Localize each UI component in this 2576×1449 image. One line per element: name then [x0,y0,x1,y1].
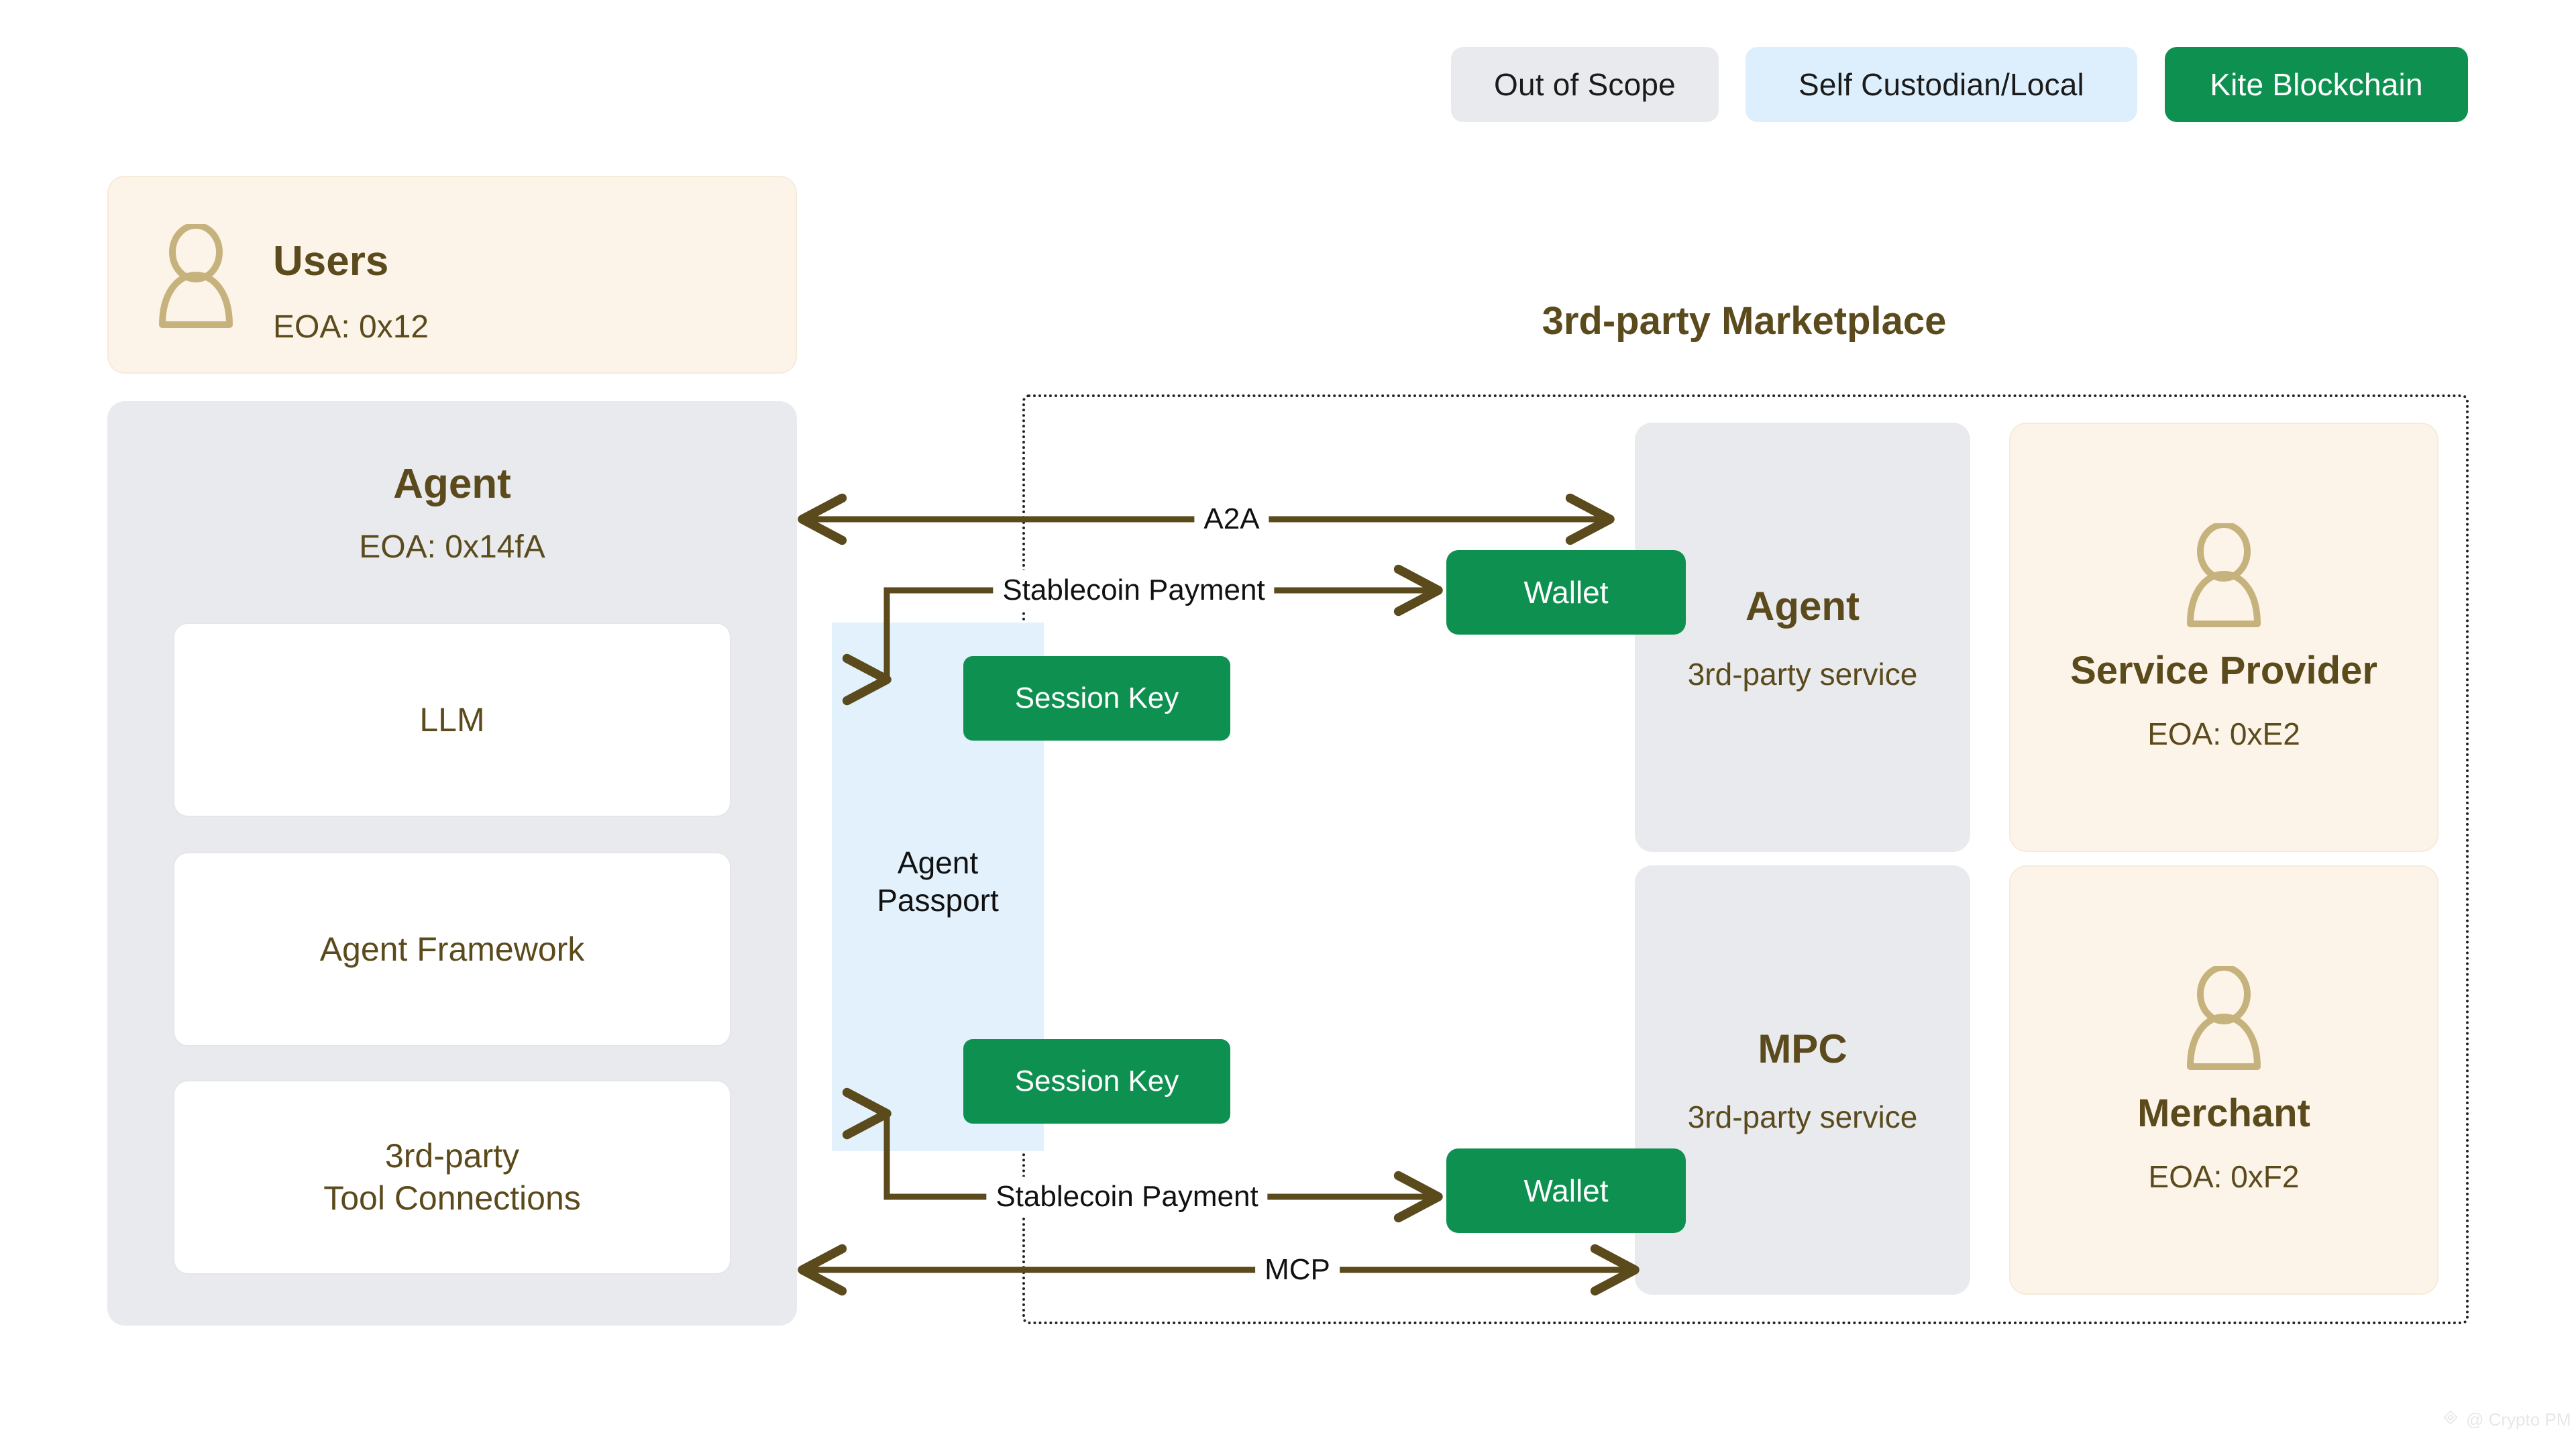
legend-chip-label: Kite Blockchain [2210,67,2423,102]
marketplace-card-merchant[interactable]: Merchant EOA: 0xF2 [2009,865,2438,1295]
legend-chip-self-custodian[interactable]: Self Custodian/Local [1746,47,2137,122]
agent-passport-label-line2: Passport [877,883,999,918]
users-card[interactable]: Users EOA: 0x12 [107,176,797,374]
diamond-logo-icon [2442,1409,2459,1431]
card-subtitle: EOA: 0xE2 [2147,716,2300,751]
card-title: MPC [1758,1026,1847,1071]
agent-module-label: Agent Framework [319,930,585,968]
agent-module-llm[interactable]: LLM [173,623,731,817]
users-title: Users [273,238,389,284]
agent-passport-label: Agent Passport [832,844,1044,919]
edge-label-stablecoin-bottom: Stablecoin Payment [986,1177,1268,1217]
edge-label-a2a: A2A [1194,499,1269,539]
card-title: Agent [1746,583,1860,629]
agent-module-framework[interactable]: Agent Framework [173,852,731,1046]
watermark-label: @ Crypto PM [2466,1409,2571,1430]
card-subtitle: 3rd-party service [1687,656,1918,692]
watermark: @ Crypto PM [2442,1409,2571,1431]
edge-label-stablecoin-top: Stablecoin Payment [993,570,1275,610]
wallet-label: Wallet [1523,575,1609,610]
session-key-label: Session Key [1014,1065,1179,1097]
legend-chip-out-of-scope[interactable]: Out of Scope [1451,47,1719,122]
card-title: Merchant [2137,1091,2310,1135]
marketplace-title: 3rd-party Marketplace [1542,299,1947,343]
card-subtitle: 3rd-party service [1687,1099,1918,1134]
wallet-bottom[interactable]: Wallet [1446,1148,1686,1233]
marketplace-card-agent-service[interactable]: Agent 3rd-party service [1635,423,1970,852]
agent-module-tool-connections[interactable]: 3rd-party Tool Connections [173,1080,731,1275]
legend-chip-kite-blockchain[interactable]: Kite Blockchain [2165,47,2468,122]
agent-module-label-line1: 3rd-party [384,1137,520,1175]
session-key-top[interactable]: Session Key [963,656,1230,741]
wallet-top[interactable]: Wallet [1446,550,1686,635]
edge-label-mcp: MCP [1255,1250,1340,1290]
wallet-label: Wallet [1523,1173,1609,1208]
person-icon [2184,523,2264,631]
person-icon [2184,965,2264,1073]
agent-module-label-line2: Tool Connections [323,1179,581,1217]
legend-chip-label: Out of Scope [1494,67,1676,102]
person-icon [156,224,236,331]
card-subtitle: EOA: 0xF2 [2148,1159,2300,1194]
legend-chip-label: Self Custodian/Local [1799,67,2084,102]
agent-module-label: LLM [419,701,485,739]
session-key-bottom[interactable]: Session Key [963,1039,1230,1124]
marketplace-card-mpc-service[interactable]: MPC 3rd-party service [1635,865,1970,1295]
users-subtitle: EOA: 0x12 [273,309,429,345]
session-key-label: Session Key [1014,682,1179,714]
agent-container[interactable]: Agent EOA: 0x14fA LLM Agent Framework 3r… [107,401,797,1326]
agent-passport-label-line1: Agent [897,845,979,880]
card-title: Service Provider [2070,648,2377,692]
marketplace-card-service-provider[interactable]: Service Provider EOA: 0xE2 [2009,423,2438,852]
agent-title: Agent [393,461,511,507]
agent-subtitle: EOA: 0x14fA [359,529,545,565]
